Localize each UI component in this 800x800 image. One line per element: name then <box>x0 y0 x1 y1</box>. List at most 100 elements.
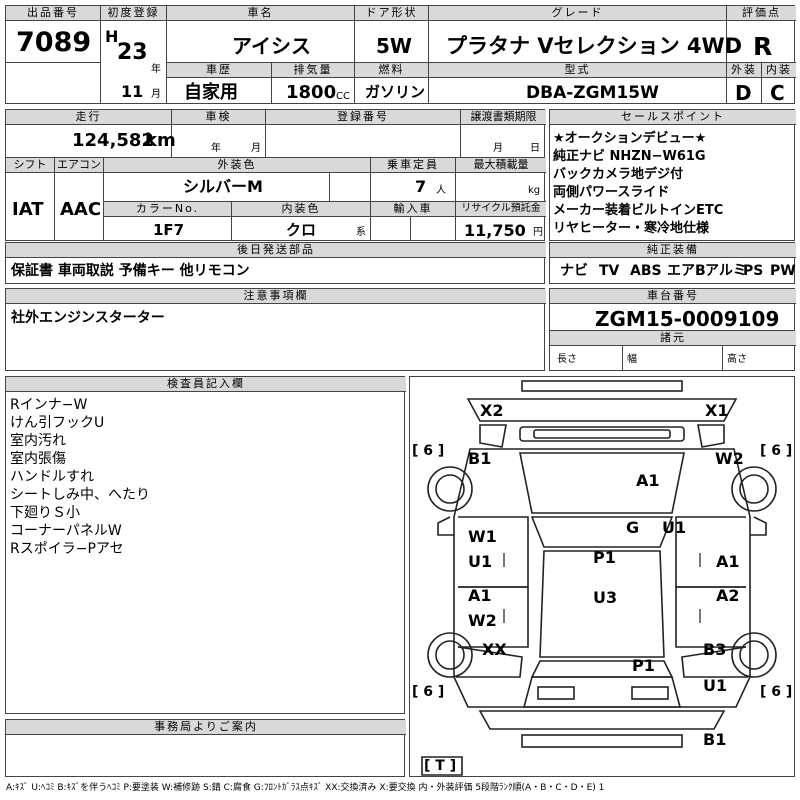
tire-rr: [ 6 ] <box>760 684 793 700</box>
ext-color: シルバーM <box>183 177 263 196</box>
sales-point-line: 純正ナビ NHZN−W61G <box>553 149 706 164</box>
lot-no: 7089 <box>16 27 92 58</box>
chassis-block: 車台番号 ZGM15-0009109 諸元 長さ 幅 高さ <box>549 288 796 371</box>
model-name: アイシス <box>232 34 311 58</box>
transfer-day-unit: 日 <box>530 143 540 154</box>
capacity: 7 <box>415 177 427 196</box>
history-label: 車歴 <box>167 63 271 78</box>
dmg-left-front-door: U1 <box>468 552 493 571</box>
dmg-rear-bumper: B1 <box>703 730 727 749</box>
dmg-front-fender-left: B1 <box>468 449 492 468</box>
inspector-note: 室内汚れ <box>10 433 66 449</box>
caution-label: 注意事項欄 <box>6 289 546 304</box>
chassis-label: 車台番号 <box>550 289 796 304</box>
first-reg-month-unit: 月 <box>151 89 161 100</box>
first-reg-year-unit: 年 <box>151 64 161 75</box>
dims-height: 高さ <box>727 354 747 365</box>
sales-point-line: リヤヒーター・寒冷地仕様 <box>553 221 710 236</box>
dmg-rear-right-corner: U1 <box>703 676 728 695</box>
max-load-unit: kg <box>528 185 541 196</box>
recycle-unit: 円 <box>533 227 543 238</box>
inspection-month-unit: 月 <box>251 143 261 154</box>
model-name-label: 車名 <box>167 6 354 21</box>
model-code: DBA-ZGM15W <box>526 83 659 103</box>
damage-diagram: X2 X1 [ 6 ] [ 6 ] [ 6 ] [ 6 ] B1 W2 A1 G… <box>409 376 795 777</box>
dmg-front-bumper-right: X1 <box>705 401 729 420</box>
inspector-note: Rスポイラ−Pアセ <box>10 541 124 557</box>
recycle-label: リサイクル預託金 <box>456 202 546 217</box>
chassis-no: ZGM15-0009109 <box>595 307 780 331</box>
equipment-item: エアB <box>667 263 706 279</box>
history: 自家用 <box>184 82 238 103</box>
displacement-label: 排気量 <box>272 63 354 78</box>
dmg-right-rear-door: A2 <box>716 586 740 605</box>
later-items-block: 後日発送部品 保証書 車両取説 予備キー 他リモコン <box>5 242 546 284</box>
inspector-note: 下廻りＳ小 <box>10 505 80 521</box>
dmg-front-fender-right: W2 <box>715 449 744 468</box>
inspector-note: コーナーパネルW <box>10 523 122 539</box>
inspector-note: けん引フックU <box>10 415 105 431</box>
interior-grade-label: 内装 <box>762 63 796 78</box>
fuel-label: 燃料 <box>355 63 428 78</box>
sales-point-line: メーカー装着ビルトインETC <box>553 203 724 218</box>
equipment-item: ナビ <box>560 263 588 279</box>
aircon: AAC <box>60 199 102 220</box>
capacity-unit: 人 <box>436 185 446 196</box>
dmg-left-rear-fender: XX <box>482 640 507 659</box>
later-items-label: 後日発送部品 <box>6 243 546 258</box>
dmg-left-rear-door: W2 <box>468 611 497 630</box>
int-color-label: 内装色 <box>232 202 370 217</box>
office-label: 事務局よりご案内 <box>6 720 406 735</box>
inspector-label: 検査員記入欄 <box>6 377 406 392</box>
spare-tire: [ T ] <box>424 758 457 774</box>
inspector-note: シートしみ中、へたり <box>10 487 150 503</box>
sales-point-line: ★オークションデビュー★ <box>553 131 707 146</box>
displacement: 1800 <box>286 82 337 103</box>
ext-color-label: 外装色 <box>104 158 370 173</box>
equipment-block: 純正装備 ナビ TV ABS エアB アルミ PS PW <box>549 242 796 284</box>
dims-width: 幅 <box>627 354 637 365</box>
tire-fr: [ 6 ] <box>760 443 793 459</box>
equipment-item: ABS <box>630 263 662 279</box>
color-no: 1F7 <box>153 221 185 239</box>
dmg-hood: A1 <box>636 471 660 490</box>
sales-points-block: セールスポイント ★オークションデビュー★ 純正ナビ NHZN−W61G バック… <box>549 109 796 241</box>
recycle: 11,750 <box>464 221 526 240</box>
dmg-front-bumper-left: X2 <box>480 401 504 420</box>
inspector-note: ハンドルすれ <box>10 469 94 485</box>
shift-label: シフト <box>6 158 54 173</box>
inspection-year-unit: 年 <box>211 143 221 154</box>
color-no-label: カラーNo. <box>104 202 231 217</box>
import-label: 輸入車 <box>371 202 455 217</box>
equipment-item: PW <box>770 263 796 279</box>
dmg-rear-hatch: P1 <box>632 656 655 675</box>
doors-label: ドア形状 <box>355 6 428 21</box>
tire-fl: [ 6 ] <box>412 443 445 459</box>
capacity-label: 乗車定員 <box>371 158 455 173</box>
inspector-block: 検査員記入欄 Rインナ−W けん引フックU 室内汚れ 室内張傷 ハンドルすれ シ… <box>5 376 406 714</box>
transfer-deadline-label: 譲渡書類期限 <box>461 110 546 125</box>
dmg-left-front-door-upper: W1 <box>468 527 497 546</box>
dmg-right-pillar: U1 <box>662 518 687 537</box>
grade: プラタナ Vセレクション 4WD <box>446 34 743 58</box>
dmg-right-front-door: A1 <box>716 552 740 571</box>
inspector-note: Rインナ−W <box>10 397 88 413</box>
office-block: 事務局よりご案内 <box>5 719 406 777</box>
footer-legend: A:ｷｽﾞ U:ﾍｺﾐ B:ｷｽﾞを伴うﾍｺﾐ P:要塗装 W:補修跡 S:錆 … <box>6 783 605 793</box>
mileage: 124,582 <box>72 130 154 151</box>
displacement-unit: CC <box>336 91 350 102</box>
mileage-unit: km <box>145 130 176 151</box>
dmg-roof-rear: U3 <box>593 588 618 607</box>
equipment-item: PS <box>743 263 764 279</box>
reg-no-label: 登録番号 <box>266 110 460 125</box>
first-reg-era: H <box>105 27 119 46</box>
dims-label: 諸元 <box>550 331 796 346</box>
transfer-month-unit: 月 <box>493 143 503 154</box>
tire-rl: [ 6 ] <box>412 684 445 700</box>
int-color-unit: 系 <box>356 227 366 238</box>
sales-point-line: 両側パワースライド <box>553 185 670 200</box>
dmg-roof-front: P1 <box>593 548 616 567</box>
first-reg-label: 初度登録 <box>101 6 166 21</box>
exterior-grade-label: 外装 <box>727 63 761 78</box>
doors: 5W <box>376 34 412 58</box>
